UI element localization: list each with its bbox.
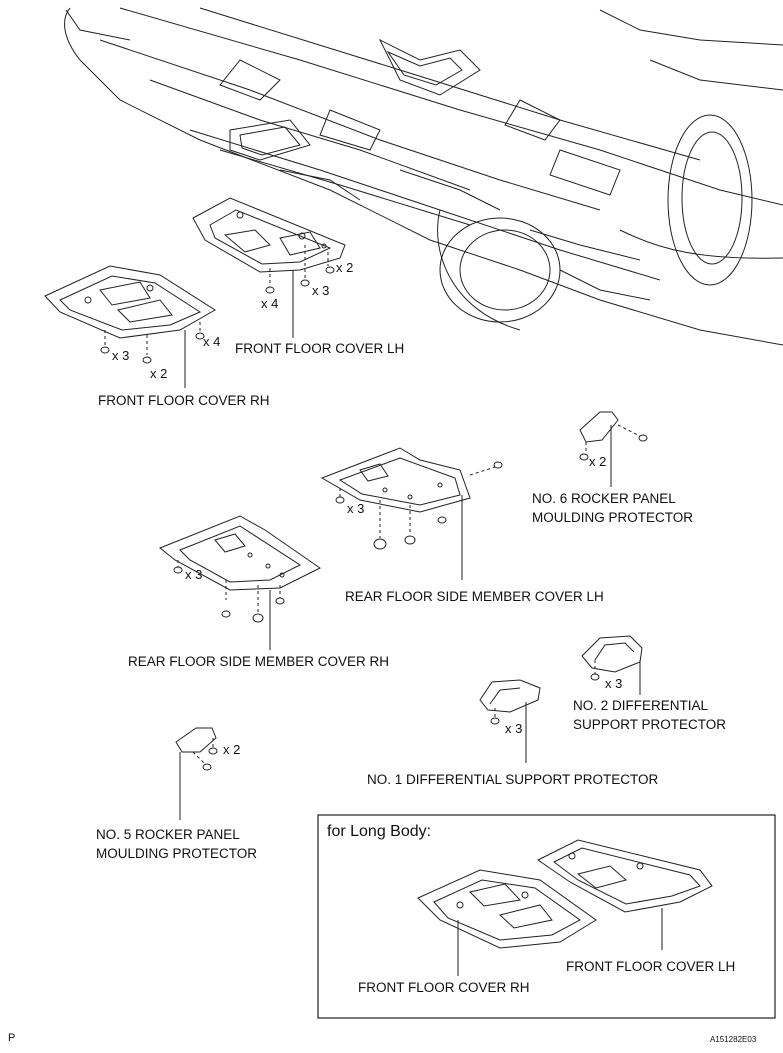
vehicle-underbody (64, 7, 783, 346)
qty-no2-x3: x 3 (605, 676, 623, 691)
qty-rear-lh-x3: x 3 (347, 501, 365, 516)
no1-diff-protector-part (479, 679, 541, 763)
long-body-parts (417, 839, 713, 976)
qty-rh-x2: x 2 (150, 366, 168, 381)
no5-rocker-protector-part (175, 727, 218, 820)
qty-no6-x2: x 2 (589, 454, 607, 469)
qty-no1-x3: x 3 (505, 721, 523, 736)
no2-diff-protector-part (581, 635, 643, 695)
front-floor-cover-rh-part (44, 265, 216, 388)
no6-rocker-protector-part (579, 411, 648, 487)
label-long-front-floor-cover-lh: FRONT FLOOR COVER LH (566, 959, 736, 974)
label-no1-diff-protector: NO. 1 DIFFERENTIAL SUPPORT PROTECTOR (367, 772, 659, 787)
qty-rear-rh-x3: x 3 (185, 567, 203, 582)
qty-no5-x2: x 2 (223, 742, 241, 757)
qty-lh-x2: x 2 (336, 260, 354, 275)
label-no2-diff-protector: NO. 2 DIFFERENTIAL SUPPORT PROTECTOR (573, 698, 727, 732)
qty-rh-x3: x 3 (112, 348, 130, 363)
qty-lh-x3: x 3 (312, 283, 330, 298)
figure-code: A151282E03 (710, 1035, 757, 1044)
label-no5-rocker-protector: NO. 5 ROCKER PANEL MOULDING PROTECTOR (96, 827, 258, 861)
label-front-floor-cover-lh: FRONT FLOOR COVER LH (235, 341, 405, 356)
label-rear-floor-rh: REAR FLOOR SIDE MEMBER COVER RH (128, 654, 390, 669)
long-body-box (317, 814, 776, 1019)
label-long-front-floor-cover-rh: FRONT FLOOR COVER RH (358, 980, 530, 995)
rear-floor-rh-part (159, 515, 321, 650)
label-no6-rocker-protector: NO. 6 ROCKER PANEL MOULDING PROTECTOR (532, 491, 694, 525)
qty-rh-x4: x 4 (203, 334, 221, 349)
qty-lh-x4: x 4 (261, 296, 279, 311)
rear-floor-lh-part (320, 447, 503, 580)
long-body-title: for Long Body: (327, 823, 432, 840)
corner-mark-left: P (8, 1032, 16, 1044)
label-rear-floor-lh: REAR FLOOR SIDE MEMBER COVER LH (345, 589, 604, 604)
label-front-floor-cover-rh: FRONT FLOOR COVER RH (98, 393, 270, 408)
front-floor-cover-lh-part (192, 197, 346, 338)
